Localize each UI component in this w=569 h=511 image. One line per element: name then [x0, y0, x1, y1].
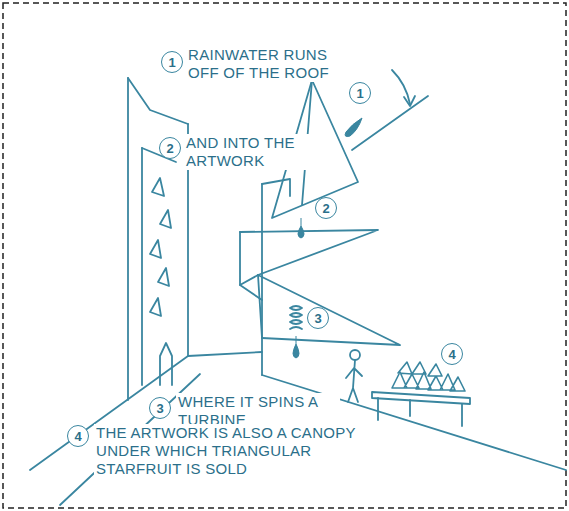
callout-number: 4 — [448, 348, 455, 361]
market-table — [372, 392, 470, 404]
callout-circle: 2 — [315, 197, 337, 219]
annotation-text: RAINWATER RUNS OFF OF THE ROOF — [186, 46, 360, 82]
callout-circle: 1 — [349, 82, 371, 104]
building-roof — [262, 179, 290, 196]
callout-number: 2 — [166, 142, 173, 155]
callout-number: 4 — [74, 430, 81, 443]
callout-circle: 3 — [149, 397, 171, 419]
turbine — [290, 306, 302, 329]
street-scene — [30, 70, 566, 505]
building-roof — [128, 78, 188, 124]
callout-number: 3 — [156, 402, 163, 415]
person-head — [350, 350, 360, 360]
callout-circle: 4 — [67, 425, 89, 447]
building-edge — [141, 148, 143, 385]
table-legs — [378, 398, 462, 426]
water-drop — [345, 118, 362, 137]
person — [346, 360, 362, 402]
roof-edge — [352, 96, 428, 150]
annotation-text: AND INTO THE ARTWORK — [184, 134, 318, 170]
callout-circle: 4 — [441, 343, 463, 365]
callout-number: 2 — [322, 202, 329, 215]
window — [152, 178, 164, 196]
artwork-canopy — [258, 275, 262, 338]
callout-circle: 3 — [307, 307, 329, 329]
water-drop — [298, 218, 304, 238]
dashed-frame — [3, 3, 566, 508]
callout-circle: 1 — [161, 51, 183, 73]
window — [150, 298, 161, 316]
callout-number: 1 — [168, 56, 175, 69]
starfruit — [392, 362, 465, 391]
callout-circle: 2 — [159, 137, 181, 159]
artwork-fold — [240, 285, 262, 300]
building-edge — [261, 184, 263, 375]
artwork-canopy — [240, 230, 400, 345]
arrowhead — [404, 96, 415, 106]
artwork-canopy — [240, 232, 258, 285]
flow-arrow — [392, 70, 410, 104]
doorway — [160, 343, 172, 385]
annotation-text: THE ARTWORK IS ALSO A CANOPY UNDER WHICH… — [94, 424, 360, 478]
callout-number: 1 — [356, 87, 363, 100]
starfruit-pile — [392, 362, 465, 391]
window — [158, 268, 169, 286]
building-edge — [127, 78, 129, 400]
callout-number: 3 — [314, 312, 321, 325]
window — [160, 210, 171, 228]
water-drop — [293, 336, 299, 358]
window — [150, 240, 161, 258]
